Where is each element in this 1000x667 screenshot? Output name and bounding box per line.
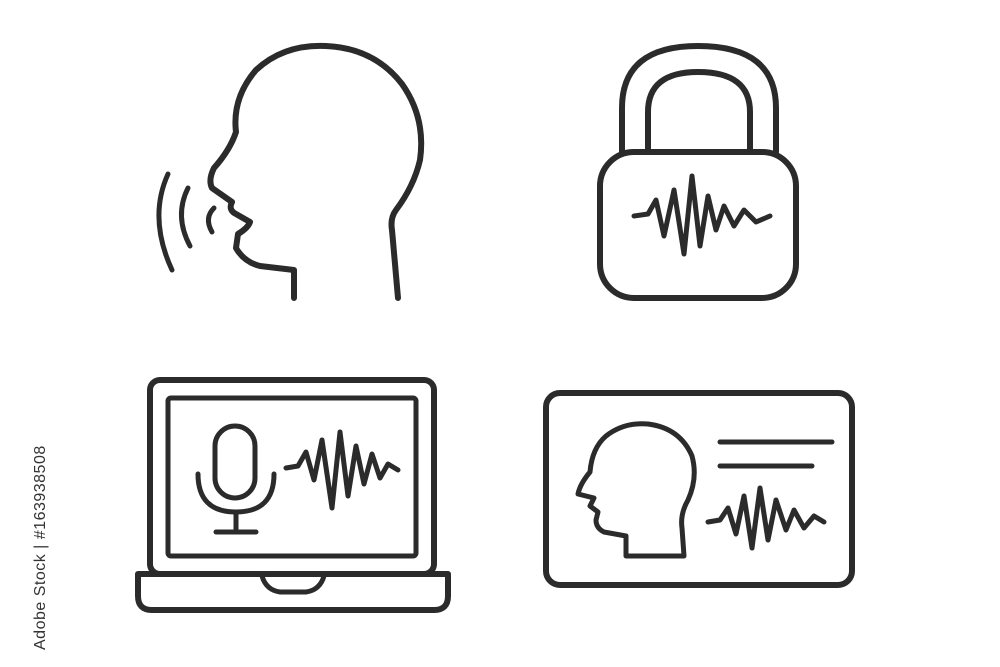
stock-watermark-text: Adobe Stock | #163938508 <box>8 420 49 650</box>
speaking-head-icon <box>156 42 425 301</box>
stock-id-text: Adobe Stock | #163938508 <box>32 445 49 650</box>
laptop-voice-icon <box>135 377 451 613</box>
voice-id-card-icon <box>543 390 855 588</box>
voice-padlock-icon <box>597 43 799 301</box>
